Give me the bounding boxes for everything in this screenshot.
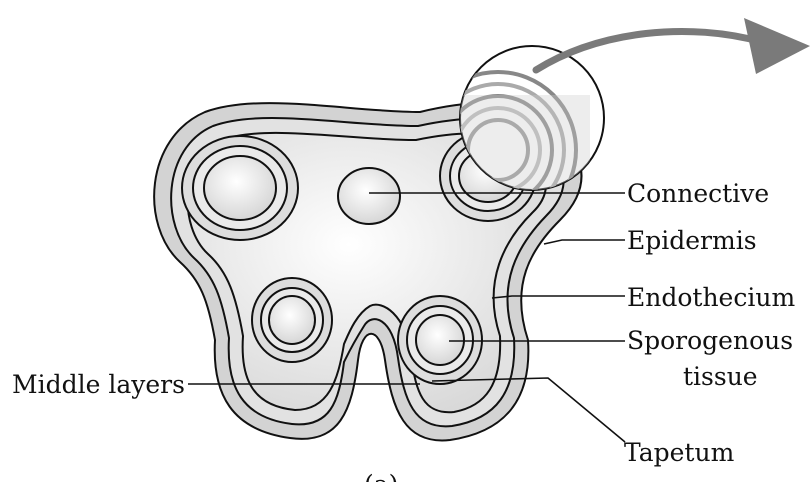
label-endothecium: Endothecium [627, 283, 795, 312]
figure-caption: (a) [364, 470, 398, 482]
label-connective: Connective [627, 179, 769, 208]
zoom-arrow [532, 18, 810, 74]
microsporangium-bottom-right [397, 295, 483, 385]
label-middle-layers: Middle layers [12, 370, 185, 399]
label-epidermis: Epidermis [627, 226, 757, 255]
leader-lines [188, 192, 626, 443]
magnifier-lens [459, 45, 605, 191]
label-tapetum: Tapetum [624, 438, 735, 467]
label-sporogenous-line1: Sporogenous [627, 326, 793, 355]
connective-tissue [337, 167, 401, 225]
arrow-head-icon [744, 18, 810, 74]
microsporangium-bottom-left [251, 277, 333, 363]
label-sporogenous-line2: tissue [683, 362, 758, 391]
microsporangium-top-left [181, 135, 299, 241]
